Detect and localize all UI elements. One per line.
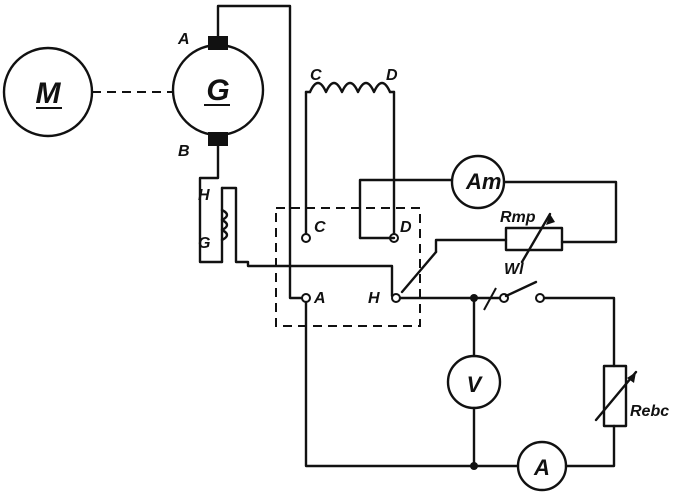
ammeter-label: A <box>533 455 550 480</box>
wire-brush-a <box>216 4 303 300</box>
generator-label: G <box>206 74 229 107</box>
field-rheostat-arrow <box>520 212 552 264</box>
brush-a-label: A <box>177 31 190 48</box>
board-d-label: D <box>400 219 412 236</box>
wire-brush-b <box>198 144 224 264</box>
wire-load-bottom <box>564 424 616 468</box>
terminal-board <box>275 207 421 327</box>
wire-return <box>304 300 520 468</box>
brush-b-label: B <box>178 143 190 160</box>
load-rheostat-label: Rebc <box>630 403 669 420</box>
generator: G <box>171 36 265 146</box>
motor-label: M <box>36 77 62 110</box>
wire-field-ammeter-left <box>358 178 454 240</box>
wire-to-board-h <box>400 250 438 294</box>
field-ammeter-label: Am <box>465 169 501 194</box>
shunt-g-label: G <box>198 235 210 252</box>
shunt-field-winding <box>220 186 394 298</box>
coil-c-label: C <box>310 67 322 84</box>
shunt-h-label: H <box>198 187 210 204</box>
series-coil <box>304 81 396 94</box>
brush-b <box>208 132 228 146</box>
board-terminal-c <box>301 233 311 243</box>
load-rheostat-arrow <box>594 370 638 422</box>
motor: M <box>2 46 94 138</box>
board-a-label: A <box>313 290 326 307</box>
board-h-label: H <box>368 290 380 307</box>
field-rheostat <box>504 226 564 252</box>
wire-field-ammeter-right <box>502 180 618 244</box>
load-switch[interactable] <box>483 280 545 311</box>
switch-label: Wl <box>504 261 524 278</box>
board-c-label: C <box>314 219 326 236</box>
wire-to-load <box>542 296 616 368</box>
brush-a <box>208 36 228 50</box>
field-rheostat-label: Rmp <box>500 209 536 226</box>
voltmeter-label: V <box>467 372 484 397</box>
coil-d-label: D <box>386 67 398 84</box>
wire-field-rheostat <box>434 238 508 254</box>
